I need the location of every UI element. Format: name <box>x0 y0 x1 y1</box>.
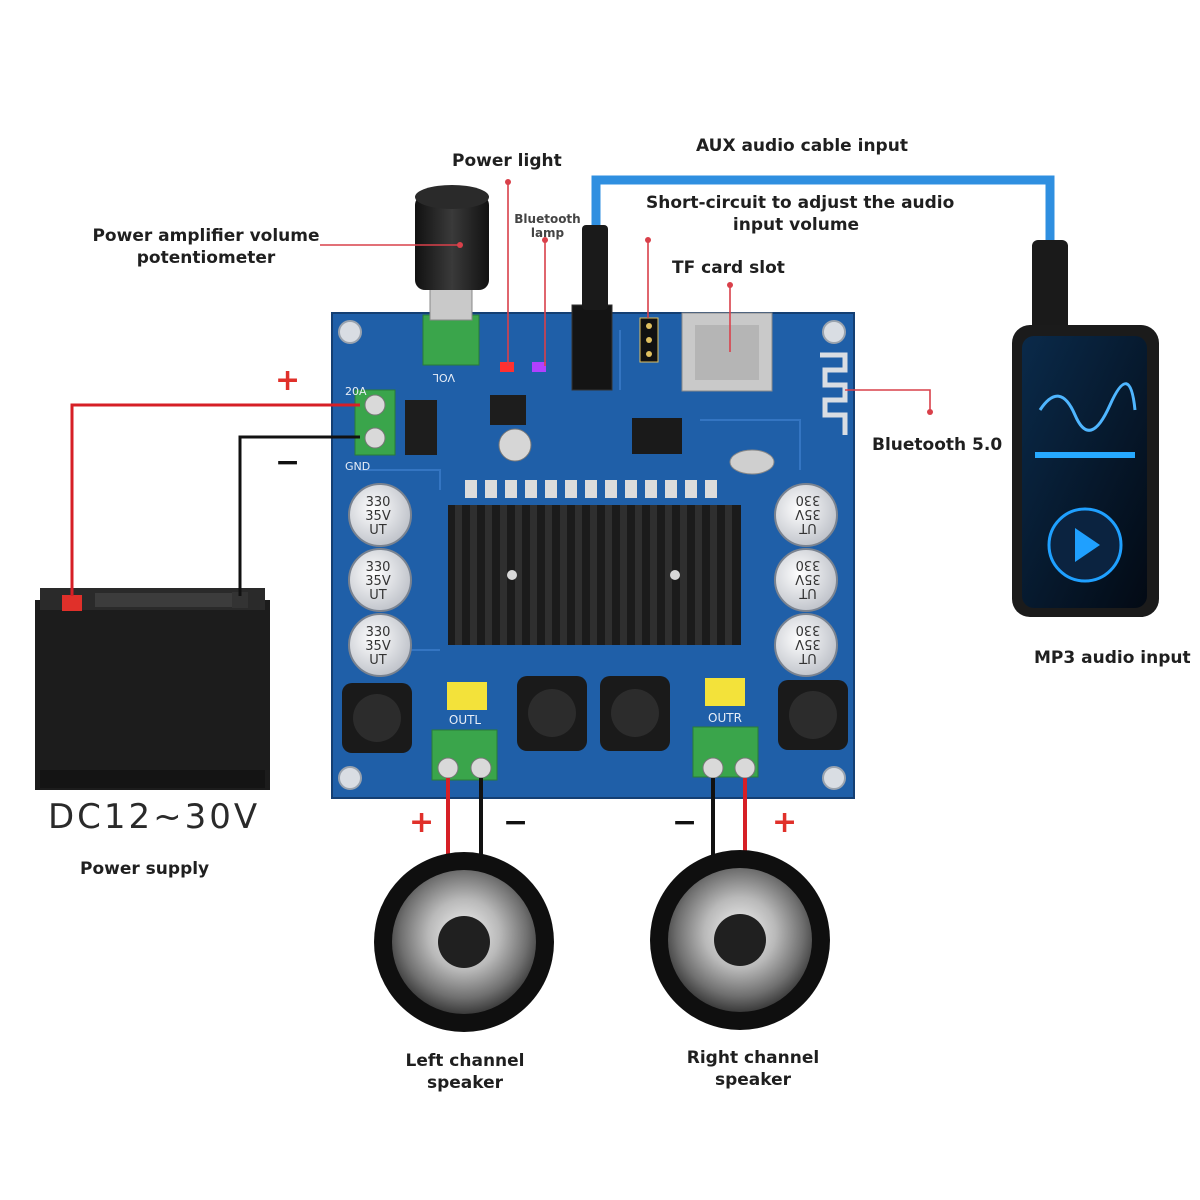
left-speaker-label: Left channel speaker <box>395 1050 535 1094</box>
left-speaker-label-line2: speaker <box>426 1073 504 1093</box>
volume-pot-label-line2: potentiometer <box>136 248 276 268</box>
power-plus-sign: + <box>275 363 301 398</box>
dc-range-label: DC12~30V <box>48 797 261 837</box>
heatsink <box>448 505 741 645</box>
cap-label: 35V <box>365 509 391 524</box>
power-led <box>500 362 514 372</box>
battery <box>35 588 270 790</box>
cap-label: 330 <box>366 495 391 510</box>
cap-label: UT <box>799 585 817 600</box>
capacitor <box>774 483 838 677</box>
vol-silkscreen: VOL <box>432 371 455 384</box>
cap-label: 35V <box>365 639 391 654</box>
aux-plug <box>582 225 608 310</box>
cap-label: 35V <box>795 636 821 651</box>
cap-label: 330 <box>366 560 391 575</box>
right-speaker-label: Right channel speaker <box>678 1047 828 1091</box>
bluetooth-label: Bluetooth 5.0 <box>872 435 1003 455</box>
short-circuit-label-line2: input volume <box>732 215 860 235</box>
callout-lines <box>320 182 931 412</box>
aux-input-label: AUX audio cable input <box>696 136 908 156</box>
volume-pot-shaft <box>429 284 473 321</box>
right-speaker-label-line1: Right channel <box>686 1048 820 1068</box>
volume-pot-base <box>422 314 480 366</box>
cap-label: UT <box>369 653 387 668</box>
outr-silkscreen: OUTR <box>708 711 742 725</box>
cap-label: UT <box>799 650 817 665</box>
left-speaker-label-line1: Left channel <box>405 1051 525 1071</box>
volume-pot-label: Power amplifier volume potentiometer <box>85 225 327 269</box>
negative-wire <box>238 435 360 596</box>
bluetooth-lamp-label-line1: Bluetooth <box>514 212 581 226</box>
power-minus-sign: − <box>275 445 301 480</box>
cap-label: 330 <box>366 625 391 640</box>
right-minus-sign: − <box>672 805 698 840</box>
capacitor <box>348 483 412 677</box>
left-minus-sign: − <box>503 805 529 840</box>
battery-negative-terminal <box>232 592 248 608</box>
bluetooth-lamp-label: Bluetooth lamp <box>510 212 585 240</box>
volume-pot-label-line1: Power amplifier volume <box>92 226 320 246</box>
tf-card-label: TF card slot <box>672 258 785 278</box>
short-circuit-label: Short-circuit to adjust the audio input … <box>646 192 955 236</box>
mounting-holes <box>338 320 846 790</box>
cap-label: UT <box>799 520 817 535</box>
cap-label: 330 <box>796 557 821 572</box>
volume-knob <box>415 195 489 290</box>
bluetooth-antenna <box>820 352 848 435</box>
mp3-input-label: MP3 audio input <box>1034 648 1191 668</box>
mp3-player <box>1012 240 1159 617</box>
cap-label: 35V <box>795 506 821 521</box>
gnd-silkscreen: GND <box>345 460 370 473</box>
power-light-label: Power light <box>452 151 562 171</box>
cap-label: 330 <box>796 492 821 507</box>
outl-silkscreen: OUTL <box>449 713 482 727</box>
smd-resistor-row <box>465 480 717 498</box>
cap-label: UT <box>369 523 387 538</box>
positive-wire <box>70 403 360 596</box>
left-plus-sign: + <box>409 805 435 840</box>
right-speaker-label-line2: speaker <box>714 1070 792 1090</box>
cap-label: UT <box>369 588 387 603</box>
bluetooth-led <box>532 362 546 372</box>
power-in-silkscreen: 20A <box>345 385 367 398</box>
right-plus-sign: + <box>772 805 798 840</box>
bluetooth-lamp-label-line2: lamp <box>530 226 565 240</box>
battery-positive-terminal <box>62 595 82 611</box>
short-circuit-label-line1: Short-circuit to adjust the audio <box>646 193 955 213</box>
left-speaker <box>374 852 554 1032</box>
cap-label: 35V <box>795 571 821 586</box>
right-speaker <box>650 850 830 1030</box>
aux-jack <box>571 304 613 391</box>
cap-label: 35V <box>365 574 391 589</box>
cap-label: 330 <box>796 622 821 637</box>
power-supply-label: Power supply <box>80 859 210 879</box>
